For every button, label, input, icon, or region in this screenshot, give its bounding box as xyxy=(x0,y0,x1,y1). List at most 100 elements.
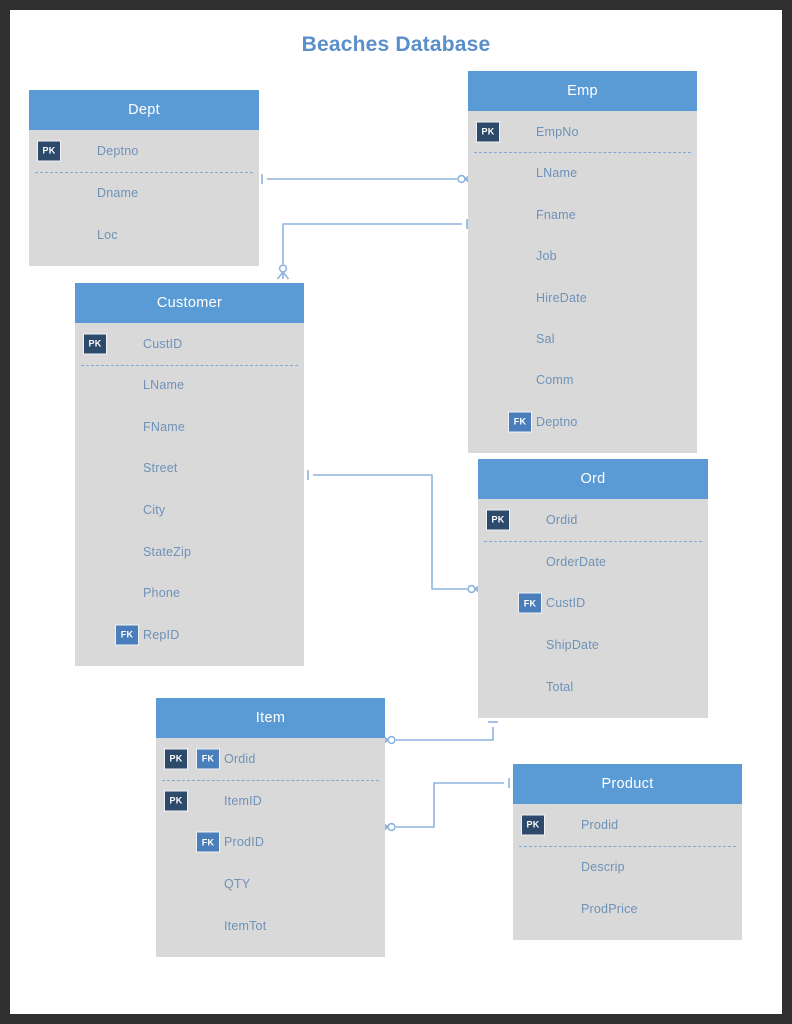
attribute-name: Comm xyxy=(536,373,574,388)
attribute-row[interactable]: QTY xyxy=(156,863,385,905)
attribute-row[interactable]: Sal xyxy=(468,318,697,359)
fk-badge: FK xyxy=(196,831,220,853)
attribute-row[interactable]: PK ItemID xyxy=(156,780,385,822)
attribute-name: LName xyxy=(143,378,185,393)
cardinality-zero-circle xyxy=(387,822,396,832)
attribute-row[interactable]: Total xyxy=(478,666,708,708)
entity-header-emp: Emp xyxy=(468,71,697,111)
attribute-name: QTY xyxy=(224,876,251,891)
attribute-row[interactable]: Phone xyxy=(75,572,304,614)
key-badges: PK xyxy=(37,140,61,162)
entity-header-ord: Ord xyxy=(478,459,708,499)
key-badges: FK xyxy=(115,624,139,646)
attribute-name: Descrip xyxy=(581,859,625,874)
attribute-name: Phone xyxy=(143,586,181,601)
primary-key-divider xyxy=(35,171,253,173)
relationship-product-item xyxy=(380,778,515,834)
attribute-row[interactable]: Comm xyxy=(468,360,697,401)
attribute-row[interactable]: HireDate xyxy=(468,277,697,318)
crows-foot-prong xyxy=(276,271,284,280)
pk-badge: PK xyxy=(83,333,107,355)
key-badges: PK xyxy=(164,790,188,812)
attribute-name: Job xyxy=(536,249,557,264)
attribute-name: FName xyxy=(143,419,185,434)
attribute-row[interactable]: FK CustID xyxy=(478,582,708,624)
relationship-dept-emp xyxy=(256,172,473,186)
pk-badge: PK xyxy=(164,748,188,770)
cardinality-zero-circle xyxy=(387,735,396,745)
key-badges: PK xyxy=(521,814,545,836)
key-badges: FK xyxy=(518,592,542,614)
attribute-row[interactable]: Street xyxy=(75,448,304,490)
key-badges: FK xyxy=(508,411,532,433)
attribute-row[interactable]: LName xyxy=(75,365,304,407)
key-badges: FK xyxy=(196,831,220,853)
relationship-customer-ord xyxy=(302,470,483,596)
attribute-name: ItemID xyxy=(224,793,263,808)
attribute-row[interactable]: ShipDate xyxy=(478,624,708,666)
relationship-line xyxy=(396,727,494,741)
key-badges: PK FK xyxy=(164,748,220,770)
attribute-name: RepID xyxy=(143,627,180,642)
attribute-name: HireDate xyxy=(536,290,587,305)
attribute-name: CustID xyxy=(546,596,586,611)
attribute-name: Sal xyxy=(536,331,555,346)
pk-badge: PK xyxy=(37,140,61,162)
attribute-row[interactable]: LName xyxy=(468,152,697,193)
attribute-name: Loc xyxy=(97,227,118,242)
key-badges: PK xyxy=(83,333,107,355)
attribute-name: Total xyxy=(546,679,574,694)
attribute-row[interactable]: Descrip xyxy=(513,846,742,888)
attribute-row[interactable]: Job xyxy=(468,235,697,276)
attribute-row[interactable]: FName xyxy=(75,406,304,448)
fk-badge: FK xyxy=(196,748,220,770)
entity-header-dept: Dept xyxy=(29,90,259,130)
primary-key-divider xyxy=(484,540,702,542)
attribute-row[interactable]: City xyxy=(75,489,304,531)
attribute-name: Dname xyxy=(97,185,139,200)
primary-key-divider xyxy=(162,779,379,781)
relationship-emp-customer xyxy=(276,219,473,280)
attribute-name: ShipDate xyxy=(546,637,600,652)
fk-badge: FK xyxy=(518,592,542,614)
attribute-name: Deptno xyxy=(97,143,139,158)
attribute-row[interactable]: Fname xyxy=(468,194,697,235)
relationship-line xyxy=(313,474,467,590)
key-badges: PK xyxy=(486,509,510,531)
crows-foot-prong xyxy=(282,271,290,280)
attribute-row[interactable]: OrderDate xyxy=(478,541,708,583)
primary-key-divider xyxy=(474,152,691,154)
attribute-row[interactable]: Dname xyxy=(29,172,259,214)
fk-badge: FK xyxy=(115,624,139,646)
attribute-row[interactable]: StateZip xyxy=(75,531,304,573)
attribute-name: ProdID xyxy=(224,835,265,850)
entity-header-product: Product xyxy=(513,764,742,804)
attribute-row[interactable]: ProdPrice xyxy=(513,888,742,930)
attribute-row[interactable]: FK RepID xyxy=(75,614,304,656)
attribute-row[interactable]: ItemTot xyxy=(156,905,385,947)
primary-key-divider xyxy=(519,845,736,847)
key-badges: PK xyxy=(476,121,500,143)
relationship-line xyxy=(396,782,504,828)
attribute-row[interactable]: Loc xyxy=(29,214,259,256)
attribute-row[interactable]: PK Deptno xyxy=(29,130,259,172)
attribute-row[interactable]: FK ProdID xyxy=(156,821,385,863)
entity-header-customer: Customer xyxy=(75,283,304,323)
attribute-name: StateZip xyxy=(143,544,192,559)
